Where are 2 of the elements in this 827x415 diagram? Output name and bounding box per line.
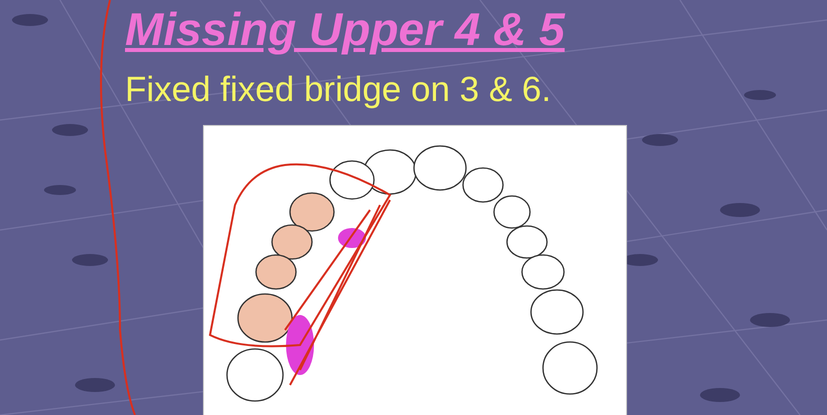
slide-title: Missing Upper 4 & 5 xyxy=(125,2,565,56)
subtitle: Fixed fixed bridge on 3 & 6. xyxy=(125,70,552,110)
